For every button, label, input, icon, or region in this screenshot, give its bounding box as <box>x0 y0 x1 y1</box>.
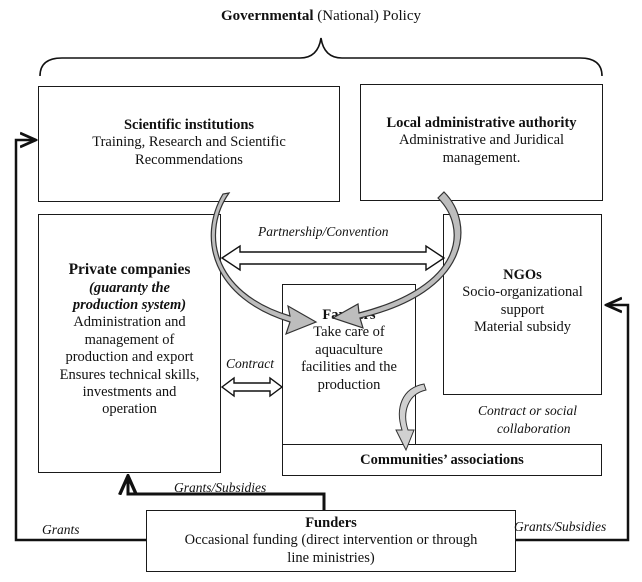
funders-line-2: line ministries) <box>287 549 375 566</box>
private-sub-1: (guaranty the <box>89 279 170 296</box>
label-grants-subsidies-top: Grants/Subsidies <box>174 480 267 495</box>
private-line-5: operation <box>102 401 157 418</box>
farmers-line-3: production <box>317 376 381 393</box>
scientific-line-2: Recommendations <box>135 151 243 168</box>
arrow-funders-to-private <box>128 478 326 511</box>
farmers-title: Farmers <box>322 307 376 323</box>
ngos-box: NGOs Socio-organizational support Materi… <box>443 214 602 395</box>
local-line-1: Administrative and Juridical <box>398 132 565 149</box>
ngos-title: NGOs <box>503 267 542 283</box>
funders-line-1: Occasional funding (direct intervention … <box>184 532 478 549</box>
policy-title-rest: (National) Policy <box>313 8 421 24</box>
scientific-institutions-box: Scientific institutions Training, Resear… <box>38 86 340 202</box>
policy-title-bold: Governmental <box>221 8 314 24</box>
label-contract: Contract <box>226 356 275 371</box>
private-line-1: management of <box>84 331 175 348</box>
local-title: Local administrative authority <box>386 115 577 131</box>
label-contract-social-1: Contract or social <box>478 403 578 418</box>
policy-title: Governmental (National) Policy <box>0 8 642 25</box>
local-line-2: management. <box>442 149 521 166</box>
private-companies-box: Private companies (guaranty the producti… <box>38 214 221 473</box>
ngos-line-1: support <box>500 301 545 318</box>
scientific-title: Scientific institutions <box>123 117 255 133</box>
private-line-2: production and export <box>65 349 194 366</box>
farmers-line-0: Take care of <box>313 324 385 341</box>
funders-title: Funders <box>305 515 357 531</box>
arrow-funders-to-ngos <box>516 305 630 542</box>
private-sub-2: production system) <box>72 296 187 313</box>
label-contract-social-2: collaboration <box>497 421 571 436</box>
local-authority-box: Local administrative authority Administr… <box>360 84 603 201</box>
ngos-line-2: Material subsidy <box>473 319 572 336</box>
farmers-line-2: facilities and the <box>301 359 397 376</box>
label-grants-subsidies-right: Grants/Subsidies <box>514 519 607 534</box>
communities-title: Communities’ associations <box>360 452 524 468</box>
farmers-box: Farmers Take care of aquaculture facilit… <box>282 284 416 445</box>
ngos-line-0: Socio-organizational <box>462 284 583 301</box>
label-grants-left: Grants <box>42 522 80 537</box>
farmers-line-1: aquaculture <box>315 341 383 358</box>
funders-box: Funders Occasional funding (direct inter… <box>146 510 516 572</box>
communities-box: Communities’ associations <box>282 444 602 476</box>
arrow-funders-to-scientific <box>14 140 146 542</box>
private-line-0: Administration and <box>73 314 186 331</box>
policy-brace <box>39 37 603 77</box>
private-title: Private companies <box>68 261 191 278</box>
scientific-line-1: Training, Research and Scientific <box>92 134 286 151</box>
label-partnership: Partnership/Convention <box>258 224 389 239</box>
private-line-3: Ensures technical skills, <box>59 366 200 383</box>
private-line-4: investments and <box>82 383 177 400</box>
